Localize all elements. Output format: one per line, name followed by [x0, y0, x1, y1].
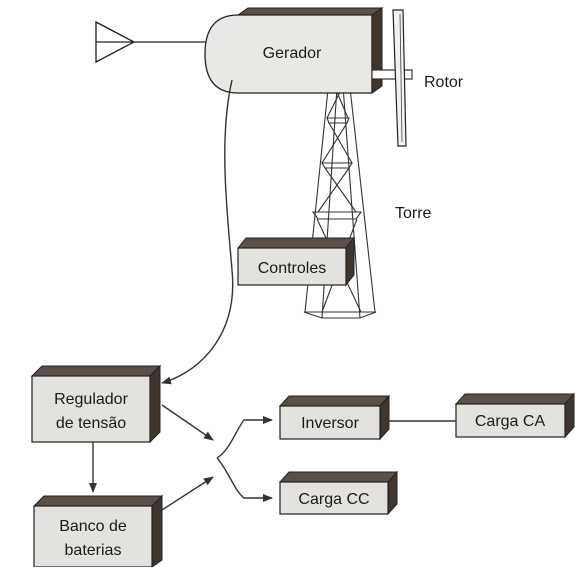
generator-label: Gerador	[263, 45, 322, 62]
connectors	[89, 404, 456, 511]
rotor-label: Rotor	[424, 74, 464, 91]
banco-label-line1: Banco de	[59, 518, 127, 535]
tail-vane	[95, 20, 210, 64]
controles-label: Controles	[258, 260, 326, 277]
regulador-box: Regulador de tensão	[30, 364, 162, 444]
carga-ca-box: Carga CA	[454, 392, 576, 439]
carga-ca-label: Carga CA	[475, 413, 546, 430]
generator-nacelle: Gerador	[204, 7, 384, 94]
tower	[303, 69, 377, 319]
junction-to-inverter-arrow	[216, 416, 273, 459]
controles-box: Controles	[236, 236, 356, 287]
inversor-label: Inversor	[301, 415, 359, 432]
regulador-label-line1: Regulador	[54, 391, 129, 408]
battery-to-junction-arrow	[161, 476, 214, 511]
generator-to-regulator-cable	[161, 79, 234, 385]
carga-cc-label: Carga CC	[298, 491, 369, 508]
inversor-box: Inversor	[278, 394, 391, 441]
carga-cc-box: Carga CC	[278, 470, 399, 516]
banco-label-line2: baterias	[65, 542, 122, 559]
regulator-to-junction-arrow	[161, 404, 214, 441]
rotor: Rotor	[371, 9, 464, 147]
banco-baterias-box: Banco de baterias	[32, 494, 164, 567]
junction-to-dc-load-arrow	[216, 457, 273, 502]
regulador-label-line2: de tensão	[56, 415, 126, 432]
tower-label: Torre	[395, 205, 432, 222]
